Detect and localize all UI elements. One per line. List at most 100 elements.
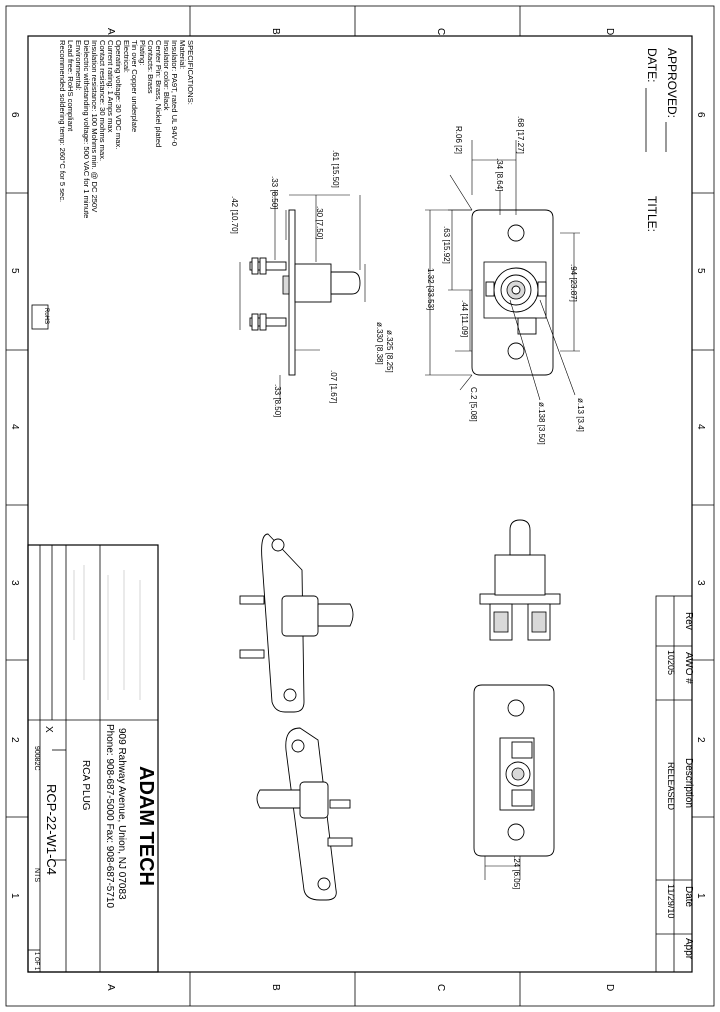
title-label: TITLE: — [645, 196, 659, 232]
zone-number-right: 2 — [695, 737, 706, 743]
top-view — [471, 209, 554, 376]
zone-number-left: 6 — [9, 112, 20, 118]
spec-line: Environmental: — [74, 40, 83, 91]
scale: NTS — [33, 868, 40, 882]
revision-table: Rev AWO # Description Date Appr 10205 RE… — [655, 595, 694, 973]
zone-letter-bottom: B — [270, 984, 281, 991]
mount-hole — [507, 342, 525, 360]
spec-line: Insulator: PA9T, rated UL 94V-0 — [170, 40, 179, 146]
spec-line: Lead free: RoHS compliant — [66, 40, 75, 132]
date-label: DATE: — [645, 48, 659, 82]
mount-hole — [507, 224, 525, 242]
approved-label: APPROVED: — [665, 48, 679, 118]
spec-line: Electrical: — [122, 40, 131, 73]
outer-border — [5, 5, 715, 1007]
zone-number-right: 5 — [695, 268, 706, 274]
spec-line: Recommended soldering temp: 260°C for 5 … — [58, 40, 67, 202]
dim-label: ø.330 [8.38] — [375, 322, 384, 365]
dim-label: .68 [17.27] — [516, 116, 525, 154]
zone-letter-top: D — [604, 28, 615, 35]
zone-letter-bottom: D — [604, 984, 615, 991]
side-terminal — [249, 317, 287, 327]
dim-label: .44 [11.09] — [460, 300, 469, 337]
title-block: ADAM TECH 909 Rahway Avenue, Union, NJ 0… — [27, 544, 159, 973]
dim-label: C.2 [5.08] — [469, 387, 478, 422]
sheet-label: 1 OF 1 — [33, 952, 39, 971]
spec-line: Insulation resistance: 100 Mohms min. @ … — [90, 40, 99, 213]
iso-view-upper — [239, 533, 354, 713]
specifications: SPECIFICATIONS: Material: Insulator: PA9… — [58, 40, 195, 218]
dim-label: .30 [7.50] — [315, 206, 324, 239]
company-phone: Phone: 908-687-5000 Fax: 908-687-5710 — [104, 724, 115, 908]
rev-header: Appr — [683, 938, 694, 960]
rev-cell: 10205 — [666, 650, 676, 675]
spec-line: Material: — [178, 40, 187, 69]
dim-label: .24 [6.05] — [512, 856, 521, 889]
rev-header: Description — [683, 758, 694, 808]
side-view — [249, 209, 361, 376]
rev-header: Date — [683, 886, 694, 908]
spec-line: Tin over Copper underplate — [130, 40, 139, 132]
size-label: X — [43, 726, 54, 733]
approval-block: APPROVED: DATE: TITLE: — [645, 48, 679, 232]
spec-line: Insulator color: Black — [162, 40, 171, 111]
dim-label: .61 [15.50] — [331, 150, 340, 188]
spec-line: Plating: — [138, 40, 147, 65]
bottom-view-dims — [484, 856, 521, 880]
zone-letter-bottom: C — [435, 984, 446, 991]
rev-cell: 11/29/10 — [666, 884, 676, 918]
dim-label: ø.138 [3.50] — [537, 402, 546, 445]
dim-label: .94 [23.87] — [569, 264, 578, 302]
dim-label: .33 [8.50] — [270, 176, 279, 209]
rev-cell: RELEASED — [666, 762, 676, 811]
dim-label: .33 [8.50] — [273, 384, 282, 417]
side-view-dims — [239, 190, 366, 400]
spec-line: Operating voltage: 30 VDC max. — [114, 40, 123, 149]
zone-number-right: 6 — [695, 112, 706, 118]
side-terminal — [249, 261, 287, 271]
spec-line: Contact resistance: 30 mohms max. — [98, 40, 107, 161]
dim-label: ø.325 [8.25] — [385, 330, 394, 373]
bottom-view — [473, 684, 555, 857]
inner-border — [27, 35, 693, 973]
rohs-label: RoHS — [43, 308, 49, 324]
doc-code: 90082C — [33, 746, 40, 771]
dim-label: ø.13 [3.4] — [576, 398, 585, 432]
dim-label: .63 [15.92] — [442, 226, 451, 264]
dim-label: 1.32 [33.53] — [426, 268, 435, 310]
rev-header: AWO # — [683, 652, 694, 684]
zone-letter-top: B — [270, 28, 281, 35]
zone-number-left: 5 — [9, 268, 20, 274]
zone-number-right: 3 — [695, 580, 706, 586]
zone-letter-top: C — [435, 28, 446, 35]
rev-header: Rev — [683, 612, 694, 630]
zone-number-left: 1 — [9, 893, 20, 899]
zone-letter-top: A — [105, 28, 116, 35]
dim-label: R.06 [2] — [454, 126, 463, 154]
spec-line: Dielectric withstanding voltage: 500 VAC… — [82, 40, 91, 218]
part-number: RCP-22-W1-C4 — [44, 784, 59, 875]
zone-number-right: 1 — [695, 893, 706, 899]
dim-label: .42 [10.70] — [230, 196, 239, 234]
profile-view-2 — [479, 519, 561, 641]
zone-letters: D C B A D C B A 6 5 4 3 2 1 6 5 4 3 2 1 — [9, 28, 706, 991]
zone-number-left: 3 — [9, 580, 20, 586]
spec-line: Current rating: 1 Amps max — [106, 40, 115, 133]
rohs-badge: RoHS — [31, 304, 49, 330]
zone-number-left: 4 — [9, 424, 20, 430]
zone-number-left: 2 — [9, 737, 20, 743]
side-body — [294, 263, 332, 303]
top-view-dims — [425, 140, 580, 401]
spec-heading: SPECIFICATIONS: — [186, 40, 195, 105]
zone-number-right: 4 — [695, 424, 706, 430]
spec-line: Contacts: Brass — [146, 40, 155, 94]
spec-line: Center Pin: Brass, Nickel plated — [154, 40, 163, 147]
dim-label: .07 [1.67] — [329, 370, 338, 403]
part-title: RCA PLUG — [80, 760, 91, 811]
company-address: 909 Rahway Avenue, Union, NJ 07083 — [116, 728, 127, 900]
faint-notes — [73, 565, 141, 700]
top-view-dim-labels: .94 [23.87] .68 [17.27] .34 [8.64] R.06 … — [426, 116, 585, 445]
iso-view-lower — [256, 727, 353, 901]
side-view-dim-labels: .61 [15.50] .33 [8.50] .30 [7.50] .42 [1… — [230, 150, 394, 417]
